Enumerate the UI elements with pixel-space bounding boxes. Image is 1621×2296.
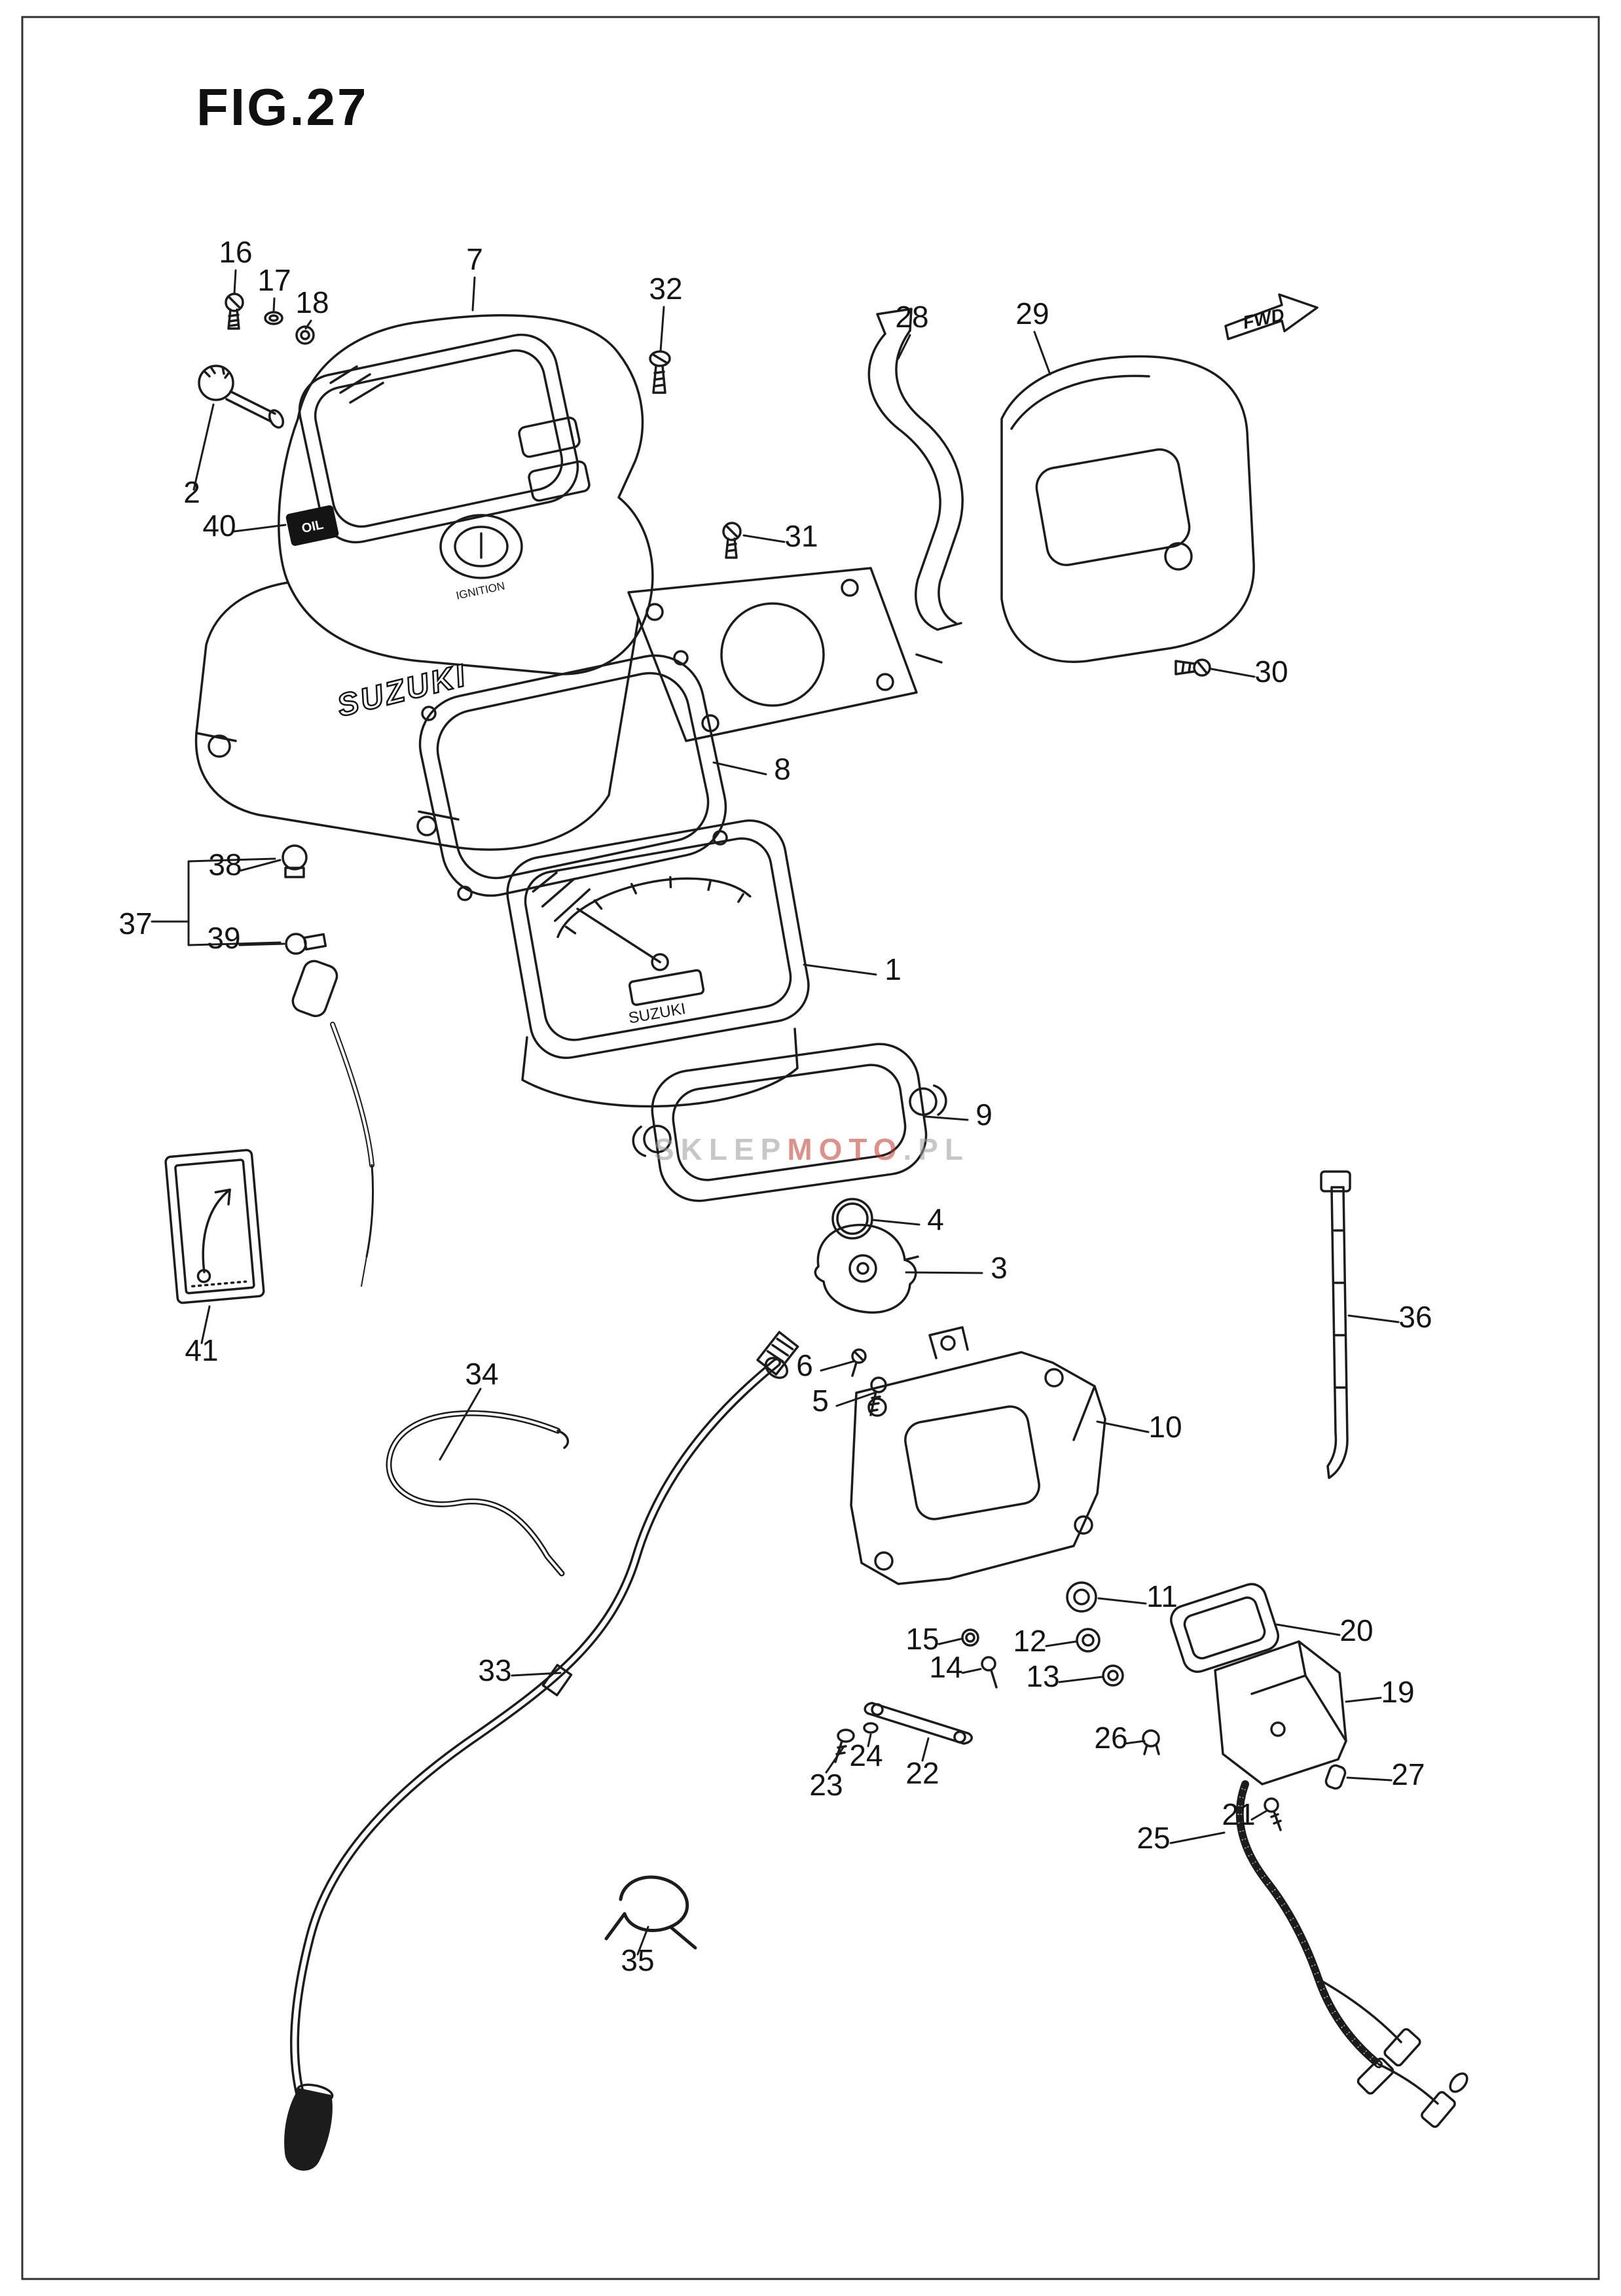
- callout-9: 9: [975, 1098, 993, 1132]
- part-19-ignition-switch: [1214, 1640, 1347, 1785]
- part-39-terminal-icon: [285, 933, 327, 955]
- washer-12-icon: [1076, 1628, 1101, 1653]
- washer-17-icon: [264, 311, 283, 325]
- callout-6: 6: [796, 1348, 813, 1382]
- screw-21-icon: [1264, 1797, 1282, 1831]
- part-25-harness: [1235, 1780, 1468, 2128]
- callout-39: 39: [207, 921, 240, 955]
- callout-7: 7: [466, 242, 483, 276]
- part-3-drive: [814, 1223, 919, 1314]
- callout-22: 22: [905, 1756, 939, 1790]
- callout-36: 36: [1398, 1300, 1432, 1334]
- callout-11: 11: [1146, 1579, 1178, 1613]
- part-37-lead-wire: [291, 960, 374, 1287]
- callout-numbers: 16 17 18 7 32 28 29 2 40 31 30 8 38 37 3…: [118, 235, 1432, 1977]
- part-20-switch-cover: [1170, 1583, 1279, 1673]
- screw-5-icon: [868, 1376, 887, 1416]
- part-38-cap-icon: [282, 844, 308, 878]
- figure-title: FIG.27: [196, 78, 369, 136]
- callout-19: 19: [1381, 1675, 1414, 1709]
- callout-2: 2: [183, 475, 200, 509]
- hood-brand-text: SUZUKI: [334, 658, 471, 723]
- bulb-26-icon: [1142, 1729, 1160, 1755]
- page-frame: [21, 16, 1600, 2280]
- callout-34: 34: [465, 1357, 498, 1391]
- callout-23: 23: [809, 1768, 843, 1802]
- ignition-text: IGNITION: [455, 579, 506, 601]
- callout-33: 33: [478, 1653, 511, 1687]
- callout-16: 16: [219, 235, 252, 269]
- callout-20: 20: [1339, 1613, 1373, 1647]
- part-2-knob: [198, 365, 285, 429]
- nut-15-icon: [961, 1628, 979, 1647]
- callout-35: 35: [621, 1943, 654, 1977]
- diagram-text-labels: SUZUKI IGNITION OIL SUZUKI FWD: [285, 304, 1286, 1028]
- screw-30-icon: [1175, 658, 1211, 677]
- callout-31: 31: [784, 519, 818, 553]
- part-9-lower-cover: [632, 1043, 947, 1202]
- part-1-speedometer: [506, 819, 810, 1108]
- part-28-bracket: [867, 308, 964, 631]
- callout-12: 12: [1013, 1624, 1046, 1658]
- washer-24-icon: [863, 1722, 879, 1734]
- callout-13: 13: [1026, 1659, 1059, 1693]
- screw-16-icon: [225, 293, 244, 330]
- part-7-hood: [194, 314, 654, 851]
- part-35-clip: [604, 1875, 697, 1950]
- callout-40: 40: [202, 509, 236, 543]
- part-8-bezel: [418, 650, 728, 901]
- callout-18: 18: [295, 285, 329, 319]
- callout-24: 24: [849, 1738, 883, 1772]
- callout-5: 5: [812, 1384, 829, 1418]
- fwd-arrow-text: FWD: [1241, 304, 1286, 333]
- callout-10: 10: [1148, 1410, 1182, 1444]
- callout-1: 1: [884, 952, 902, 986]
- callout-26: 26: [1094, 1721, 1127, 1755]
- callout-3: 3: [991, 1251, 1008, 1285]
- callout-8: 8: [774, 752, 791, 786]
- callout-38: 38: [208, 848, 242, 882]
- part-34-spring: [386, 1410, 570, 1577]
- leader-lines: [151, 269, 1400, 1956]
- part-41-decal: [164, 1149, 265, 1304]
- fwd-arrow-icon: [1224, 293, 1319, 340]
- watermark: SKLEPMOTO.PL: [654, 1132, 970, 1166]
- callout-29: 29: [1015, 296, 1049, 331]
- screw-6-icon: [851, 1348, 867, 1377]
- callout-30: 30: [1254, 655, 1288, 689]
- callout-25: 25: [1137, 1821, 1170, 1855]
- callout-41: 41: [185, 1333, 218, 1367]
- callout-17: 17: [257, 263, 291, 297]
- part-10-bracket: [850, 1326, 1106, 1585]
- callout-21: 21: [1222, 1797, 1255, 1831]
- part-29-cover: [1000, 355, 1255, 663]
- callout-28: 28: [895, 300, 928, 334]
- screw-14-icon: [981, 1656, 998, 1689]
- callout-4: 4: [927, 1202, 944, 1236]
- callout-14: 14: [929, 1650, 962, 1684]
- nut-13-icon: [1102, 1664, 1124, 1687]
- screw-31-icon: [722, 522, 742, 559]
- bulb-27-icon: [1324, 1764, 1347, 1790]
- callout-27: 27: [1391, 1757, 1425, 1791]
- part-4-oring-icon: [831, 1198, 873, 1240]
- callout-37: 37: [118, 906, 152, 941]
- callout-15: 15: [905, 1622, 939, 1656]
- screw-32-icon: [649, 350, 671, 394]
- part-36-strap: [1320, 1170, 1351, 1479]
- ring-18-icon: [295, 325, 315, 345]
- callout-32: 32: [649, 272, 682, 306]
- part-22-stay: [864, 1702, 973, 1745]
- grommet-11-icon: [1066, 1581, 1097, 1613]
- diagram-art: [151, 269, 1468, 2171]
- part-33-cable: [284, 1331, 799, 2171]
- mounting-plate: [627, 567, 943, 742]
- oil-decal: [285, 505, 339, 547]
